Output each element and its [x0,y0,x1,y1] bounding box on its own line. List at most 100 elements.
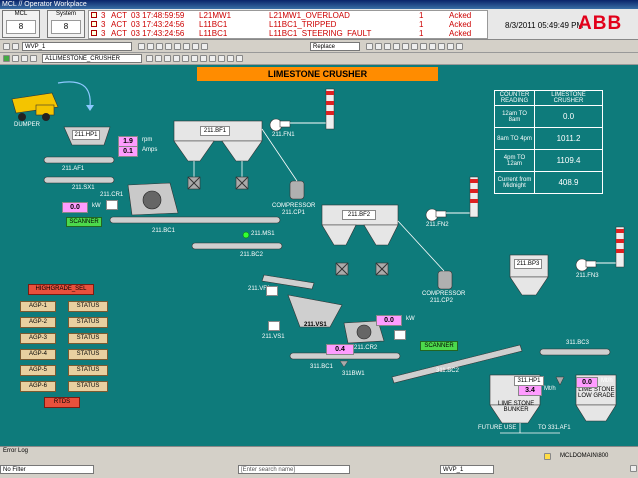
alarm-row[interactable]: 3 ACT 03 17:48:59:59 L21MW1 L21MW1_OVERL… [89,11,487,20]
alarm-row[interactable]: 3 ACT 03 17:43:24:56 L11BC1 L11BC1_STEER… [89,29,487,37]
conveyor-211-af1[interactable] [43,156,115,164]
tool-icon[interactable] [147,43,154,50]
conveyor-211-bc1[interactable] [109,216,281,224]
dumper-icon[interactable] [11,92,59,121]
agp-status-button[interactable]: STATUS [68,349,108,360]
scanner-button-2[interactable]: SCANNER [420,341,458,351]
agp-button[interactable]: AGP-2 [20,317,56,328]
tool-icon[interactable] [411,43,418,50]
crusher-211-cr1[interactable] [127,182,179,216]
tool-icon[interactable] [200,55,207,62]
magnetic-separator-status[interactable] [242,231,250,239]
conveyor-211-bc2[interactable] [191,242,283,250]
fan-211-fn1[interactable] [269,118,291,132]
feeder-211-vf1[interactable] [261,274,315,290]
fan-211-fn3[interactable] [575,258,597,272]
checkbox-icon[interactable] [91,30,97,36]
alarm-count: 1 [419,20,424,29]
tool-icon[interactable] [429,43,436,50]
tag-211-bf1[interactable]: 211.BF1 [200,126,230,136]
agp-status-button[interactable]: STATUS [68,317,108,328]
tool-icon[interactable] [227,55,234,62]
tool-icon[interactable] [393,43,400,50]
go-icon[interactable] [3,55,10,62]
tool-icon[interactable] [192,43,199,50]
display-combo[interactable]: A1LIMESTONE_CRUSHER [42,54,142,63]
tool-icon[interactable] [438,43,445,50]
tool-icon[interactable] [21,55,28,62]
filter-combo[interactable]: No Filter [0,465,94,474]
tool-icon[interactable] [155,55,162,62]
tool-icon[interactable] [30,55,37,62]
tag-211-bf2[interactable]: 211.BF2 [342,210,376,220]
agp-button[interactable]: AGP-6 [20,381,56,392]
checkbox-icon[interactable] [91,12,97,18]
tool-icon[interactable] [209,55,216,62]
diverter-gate-icon[interactable] [555,376,565,386]
monitor-icon[interactable] [106,200,118,210]
scanner-button-1[interactable]: SCANNER [66,217,102,227]
counter-system[interactable]: System 8 [47,10,85,38]
label-dumper: DUMPER [14,122,41,128]
agp-button[interactable]: AGP-4 [20,349,56,360]
tool-icon[interactable] [146,55,153,62]
replace-combo[interactable]: Replace [310,42,360,51]
fan-211-fn2[interactable] [425,208,447,222]
conveyor-311-bc3[interactable] [539,348,611,356]
agp-status-button[interactable]: STATUS [68,333,108,344]
tool-icon[interactable] [447,43,454,50]
tool-icon[interactable] [236,55,243,62]
tool-icon[interactable] [12,55,19,62]
label-compressor-cp2: COMPRESSOR [422,291,466,297]
highgrade-select-button[interactable]: HIGHGRADE_SEL [28,284,94,295]
tool-icon[interactable] [402,43,409,50]
conveyor-211-sx1[interactable] [43,176,115,184]
forward-icon[interactable] [12,43,19,50]
compressor-211-cp2[interactable] [437,270,453,290]
area-combo-status[interactable]: WVP_1 [440,465,494,474]
rtds-button[interactable]: RTDS [44,397,80,408]
alarm-row[interactable]: 3 ACT 03 17:43:24:56 L11BC1 L11BC1_TRIPP… [89,20,487,29]
area-combo[interactable]: WVP_1 [22,42,132,51]
agp-button[interactable]: AGP-5 [20,365,56,376]
tool-icon[interactable] [173,55,180,62]
compressor-211-cp1[interactable] [289,180,305,200]
agp-status-button[interactable]: STATUS [68,301,108,312]
tool-icon[interactable] [174,43,181,50]
scroll-icon[interactable] [630,465,637,472]
agp-button[interactable]: AGP-3 [20,333,56,344]
agp-status-button[interactable]: STATUS [68,365,108,376]
monitor-icon[interactable] [268,321,280,331]
tool-icon[interactable] [191,55,198,62]
tool-icon[interactable] [156,43,163,50]
agp-status-button[interactable]: STATUS [68,381,108,392]
crusher-211-cr2[interactable] [343,320,385,344]
back-icon[interactable] [3,43,10,50]
warning-icon[interactable] [544,453,551,460]
tool-icon[interactable] [218,55,225,62]
tool-icon[interactable] [164,55,171,62]
monitor-icon[interactable] [266,286,278,296]
tag-211-hp1[interactable]: 211.HP1 [72,130,100,140]
tool-icon[interactable] [165,43,172,50]
conveyor-311-bc2[interactable] [391,344,523,384]
tool-icon[interactable] [456,43,463,50]
tool-icon[interactable] [375,43,382,50]
tag-211-bp3[interactable]: 211.BP3 [514,259,542,269]
tool-icon[interactable] [183,43,190,50]
alarm-object: L11BC1 [199,29,228,37]
checkbox-icon[interactable] [91,21,97,27]
search-input[interactable]: [Enter search name] [238,465,350,474]
monitor-icon[interactable] [394,330,406,340]
star-icon[interactable] [366,43,373,50]
tool-icon[interactable] [138,43,145,50]
error-log-label[interactable]: Error Log [3,448,29,454]
agp-button[interactable]: AGP-1 [20,301,56,312]
tool-icon[interactable] [201,43,208,50]
tool-icon[interactable] [420,43,427,50]
counter-mcl[interactable]: MCL 8 [2,10,40,38]
screen-211-vs1[interactable] [287,294,343,328]
tool-icon[interactable] [384,43,391,50]
tool-icon[interactable] [182,55,189,62]
weigher-311bw1[interactable] [339,360,349,368]
